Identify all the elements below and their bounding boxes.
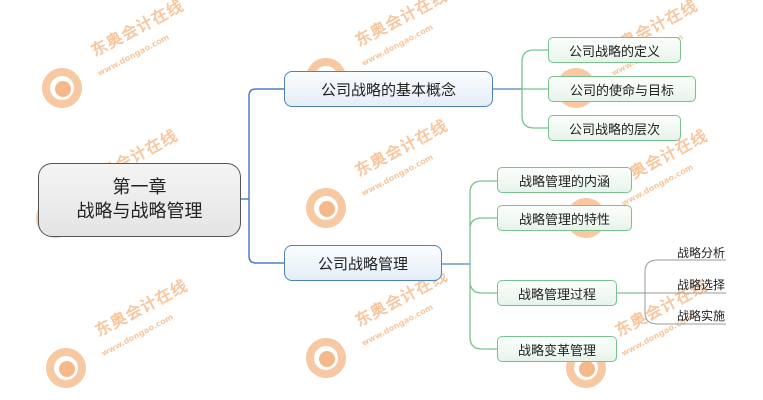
branch-label: 公司战略的基本概念	[320, 80, 456, 99]
branch-label: 公司战略管理	[317, 254, 408, 273]
node-label: 战略变革管理	[517, 343, 596, 359]
root-node[interactable]: 第一章 战略与战略管理	[38, 163, 241, 237]
node-mission-goals[interactable]: 公司的使命与目标	[548, 76, 696, 102]
node-strategy-levels[interactable]: 公司战略的层次	[548, 115, 681, 141]
node-label: 战略管理过程	[517, 287, 596, 303]
root-title: 第一章	[112, 177, 167, 198]
node-label: 公司战略的定义	[568, 44, 660, 60]
branch-node-management[interactable]: 公司战略管理	[284, 245, 442, 281]
node-label: 公司战略的层次	[568, 122, 660, 138]
node-label: 公司的使命与目标	[569, 83, 674, 99]
leaf-strategy-choice[interactable]: 战略选择	[676, 278, 725, 292]
branch-node-concepts[interactable]: 公司战略的基本概念	[284, 71, 493, 107]
leaf-strategy-implementation[interactable]: 战略实施	[676, 309, 725, 323]
node-label: 战略管理的内涵	[518, 174, 610, 190]
node-change-management[interactable]: 战略变革管理	[497, 336, 617, 362]
node-management-connotation[interactable]: 战略管理的内涵	[497, 167, 632, 193]
root-subtitle: 战略与战略管理	[76, 201, 203, 222]
node-management-process[interactable]: 战略管理过程	[497, 280, 617, 306]
node-strategy-definition[interactable]: 公司战略的定义	[548, 37, 681, 63]
node-management-features[interactable]: 战略管理的特性	[497, 205, 632, 231]
node-label: 战略管理的特性	[518, 212, 610, 228]
leaf-strategy-analysis[interactable]: 战略分析	[676, 246, 725, 260]
